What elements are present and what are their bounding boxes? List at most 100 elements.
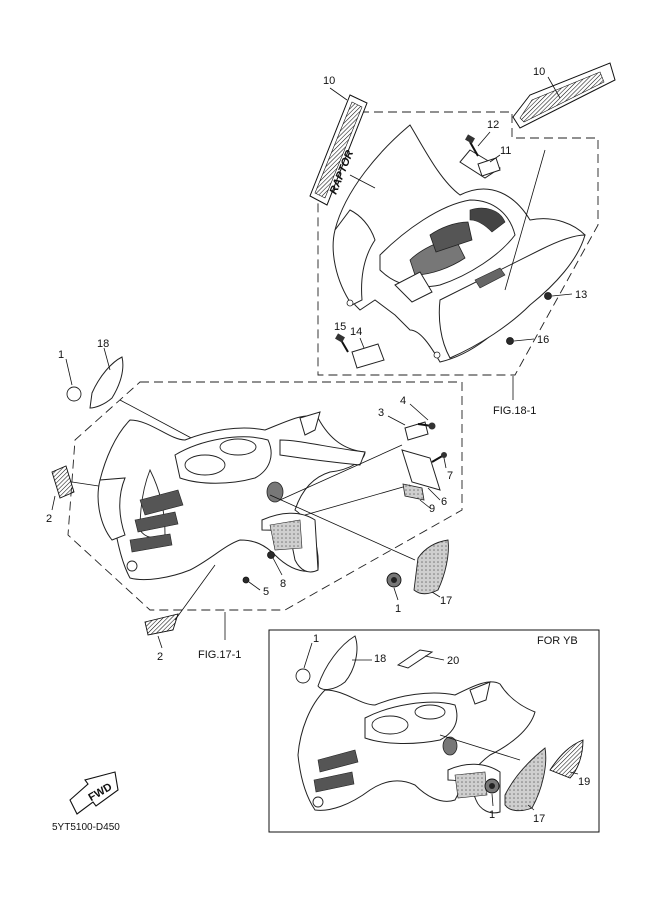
diagram-code: 5YT5100-D450: [52, 822, 120, 833]
front-fender-group: 1 18 2: [46, 338, 463, 663]
screw-15: [335, 333, 349, 353]
leader-fender-2-right: [174, 564, 216, 621]
callout-14: 14: [350, 326, 362, 338]
pad-11: [477, 157, 501, 177]
nut-7: [431, 452, 447, 463]
panel-6: [401, 449, 441, 491]
plate-9: [402, 483, 425, 501]
callout-18-inset: 18: [374, 653, 386, 665]
callout-13: 13: [575, 289, 587, 301]
callout-17-inset: 17: [533, 813, 545, 825]
leader-4: [409, 403, 429, 421]
leader-5: [248, 581, 261, 591]
callout-2-right: 2: [157, 651, 163, 663]
leader-8: [272, 557, 283, 576]
callout-12: 12: [487, 119, 499, 131]
callout-2-left: 2: [46, 513, 52, 525]
emblem-1-front: [66, 386, 82, 402]
decal-18-front: [89, 356, 124, 409]
front-fender-inset: [297, 681, 536, 814]
callout-3: 3: [378, 407, 384, 419]
decal-18-inset: [317, 635, 358, 690]
decal-10-left: RAPTOR: [309, 94, 368, 206]
leader-7: [443, 457, 447, 469]
callout-16: 16: [537, 334, 549, 346]
emblem-1-fender: [386, 572, 402, 588]
leader-14: [359, 337, 365, 349]
leader-3: [387, 415, 406, 426]
leader-fender-17-inset: [439, 734, 521, 761]
leader-12: [477, 131, 491, 147]
leader-2-right: [157, 635, 163, 649]
callout-1-inset-fender: 1: [489, 809, 495, 821]
leader-fender-17: [269, 494, 416, 561]
emblem-1-inset-fender: [484, 778, 500, 794]
rear-fender-body: [332, 124, 586, 363]
leader-18-front: [103, 347, 111, 371]
callout-7: 7: [447, 470, 453, 482]
callout-10-left: 10: [323, 75, 335, 87]
nut-8: [267, 551, 275, 559]
leader-1-inset: [303, 642, 313, 669]
leader-17-inset: [527, 804, 535, 811]
front-fender-body: [97, 411, 366, 581]
nut-5: [242, 576, 250, 584]
leader-fender-rear: [349, 174, 376, 189]
leader-10-left: [329, 87, 348, 101]
leader-9: [419, 499, 431, 509]
front-group-boundary: [67, 381, 463, 611]
nut-16: [506, 337, 514, 345]
leader-17-front: [431, 591, 441, 598]
panel-17-inset: [504, 747, 547, 812]
inset-title: FOR YB: [537, 635, 578, 647]
callout-4: 4: [400, 395, 406, 407]
leader-fender-rear-r: [504, 149, 546, 291]
leader-11: [489, 154, 501, 163]
callout-8: 8: [280, 578, 286, 590]
leader-6: [427, 487, 441, 501]
callout-6: 6: [441, 496, 447, 508]
screw-4: [417, 422, 436, 430]
fig-ref-17-1: FIG.17-1: [198, 649, 241, 661]
decal-20-inset: [396, 649, 434, 669]
callout-5: 5: [263, 586, 269, 598]
callout-1-front: 1: [58, 349, 64, 361]
reflector-2-right: [144, 613, 179, 636]
callout-10-right: 10: [533, 66, 545, 78]
fwd-arrow-icon: [69, 771, 119, 815]
leader-1-fender: [393, 587, 399, 601]
callout-1-inset: 1: [313, 633, 319, 645]
callout-18-front: 18: [97, 338, 109, 350]
leader-16: [513, 338, 535, 342]
callout-9: 9: [429, 503, 435, 515]
fig-ref-18-1: FIG.18-1: [493, 405, 536, 417]
leader-fender-panel-b: [304, 484, 411, 516]
fwd-arrow: FWD: [69, 771, 119, 815]
leader-18-to-fender: [119, 399, 196, 441]
leader-fender-panel: [279, 444, 403, 501]
pad-14: [351, 343, 385, 369]
leader-19-inset: [569, 771, 579, 775]
leader-2-left: [51, 495, 56, 511]
leader-1-front: [65, 358, 73, 386]
callout-11: 11: [500, 145, 511, 157]
screw-12: [465, 134, 479, 157]
rear-fender-group: RAPTOR 10 10 11: [309, 62, 616, 417]
callout-1-fender: 1: [395, 603, 401, 615]
callout-19-inset: 19: [578, 776, 590, 788]
decal-10-right: [512, 62, 616, 129]
callout-17-front: 17: [440, 595, 452, 607]
inset-for-yb: FOR YB 1 18 20 17 19: [268, 629, 600, 833]
callout-20-inset: 20: [447, 655, 459, 667]
emblem-1-inset: [295, 668, 311, 684]
leader-10-right: [547, 76, 561, 99]
rear-group-boundary: [317, 111, 599, 376]
callout-15: 15: [334, 321, 346, 333]
leader-1-inset-fender: [491, 793, 494, 807]
leader-13: [551, 293, 573, 297]
leader-20-inset: [424, 655, 445, 661]
nut-13: [544, 292, 552, 300]
panel-17-front: [413, 539, 449, 595]
reflector-2-left: [51, 465, 75, 499]
